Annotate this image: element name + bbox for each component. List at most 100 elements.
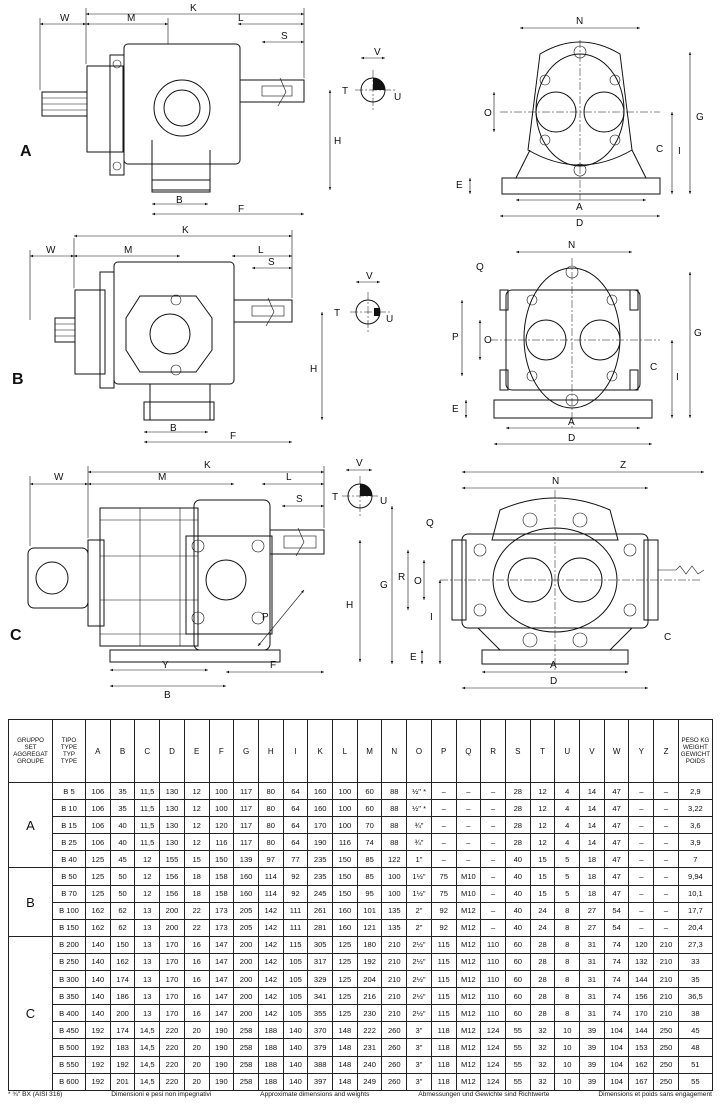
value-cell: ¾" [406, 833, 432, 852]
type-cell: B 550 [52, 1055, 86, 1074]
type-cell: B 150 [52, 918, 86, 937]
value-cell: 31 [579, 952, 605, 972]
value-cell: 11,5 [134, 781, 161, 801]
value-cell: 115 [282, 935, 309, 954]
value-cell: 261 [307, 901, 334, 920]
value-cell: 174 [109, 1021, 136, 1040]
value-cell: 341 [307, 987, 334, 1006]
value-cell: 60 [504, 970, 531, 989]
value-cell: 28 [504, 799, 531, 818]
value-cell: 2" [406, 901, 432, 920]
value-cell: 28 [504, 781, 531, 801]
value-cell: 1½" [406, 884, 432, 903]
group-label: B [8, 867, 53, 937]
value-cell: 160 [332, 918, 358, 937]
value-cell: 8 [554, 935, 581, 954]
value-cell: 200 [233, 987, 259, 1006]
value-cell: 12 [529, 816, 556, 835]
value-cell: – [628, 799, 655, 818]
value-cell: 31 [579, 987, 605, 1006]
value-cell: 192 [85, 1072, 111, 1091]
value-cell: 144 [628, 970, 655, 989]
value-cell: 150 [208, 850, 235, 869]
value-cell: 15 [529, 867, 556, 886]
footer-note-italian: Dimensioni e pesi non impegnativi [111, 1091, 212, 1098]
value-cell: M10 [455, 884, 482, 903]
type-cell: B 500 [52, 1038, 86, 1057]
value-cell: 305 [307, 935, 334, 954]
value-cell: 188 [257, 1072, 284, 1091]
value-cell: – [455, 781, 482, 801]
value-cell: 124 [480, 1038, 506, 1057]
value-cell: – [628, 901, 655, 920]
value-cell: 3" [406, 1072, 432, 1091]
value-cell: 88 [381, 816, 408, 835]
value-cell: 124 [480, 1055, 506, 1074]
svg-text:U: U [386, 314, 393, 325]
svg-text:A: A [568, 417, 575, 428]
value-cell: 117 [233, 781, 259, 801]
svg-text:N: N [552, 476, 559, 487]
header-weight-line: POIDS [685, 758, 705, 765]
value-cell: 13 [134, 901, 161, 920]
value-cell: 147 [208, 1004, 235, 1023]
value-cell: 24 [529, 918, 556, 937]
value-cell: 47 [603, 799, 630, 818]
value-cell: 95 [356, 884, 383, 903]
header-type-line: TIPO [61, 737, 77, 744]
svg-text:M: M [158, 472, 166, 483]
header-col-s: S [504, 719, 531, 783]
value-cell: 205 [233, 918, 259, 937]
value-cell: 130 [159, 799, 185, 818]
value-cell: 5 [554, 884, 581, 903]
value-cell: 140 [85, 1004, 111, 1023]
type-cell: B 250 [52, 952, 86, 972]
value-cell: 70 [356, 816, 383, 835]
value-cell: 106 [85, 816, 111, 835]
svg-text:U: U [394, 92, 401, 103]
value-cell: 150 [332, 884, 358, 903]
value-cell: – [653, 781, 679, 801]
value-cell: 92 [430, 901, 457, 920]
header-type-line: TYPE [60, 744, 78, 751]
value-cell: 144 [628, 1021, 655, 1040]
svg-text:D: D [568, 433, 575, 444]
value-cell: 216 [356, 987, 383, 1006]
value-cell: 140 [282, 1038, 309, 1057]
value-cell: M12 [455, 901, 482, 920]
value-cell: – [455, 816, 482, 835]
value-cell: 80 [257, 781, 284, 801]
type-cell: B 15 [52, 816, 86, 835]
value-cell: 54 [603, 918, 630, 937]
value-cell: 50 [109, 867, 136, 886]
value-cell: 12 [134, 884, 161, 903]
value-cell: 80 [257, 799, 284, 818]
svg-text:K: K [182, 225, 189, 236]
value-cell: 12 [183, 799, 210, 818]
value-cell: 260 [381, 1021, 408, 1040]
value-cell: 104 [603, 1055, 630, 1074]
svg-text:M: M [127, 13, 135, 24]
value-cell: – [480, 781, 506, 801]
value-cell: 210 [653, 1004, 679, 1023]
svg-text:L: L [286, 472, 292, 483]
value-cell: 47 [603, 833, 630, 852]
value-cell: 160 [332, 901, 358, 920]
value-cell: 173 [208, 901, 235, 920]
value-cell: 92 [430, 918, 457, 937]
value-cell: 100 [381, 884, 408, 903]
type-cell: B 40 [52, 850, 86, 869]
value-cell: 173 [208, 918, 235, 937]
value-cell: 160 [233, 884, 259, 903]
value-cell: 11,5 [134, 816, 161, 835]
value-cell: 117 [233, 833, 259, 852]
type-cell: B 350 [52, 987, 86, 1006]
value-cell: 258 [233, 1072, 259, 1091]
header-col-l: L [332, 719, 358, 783]
